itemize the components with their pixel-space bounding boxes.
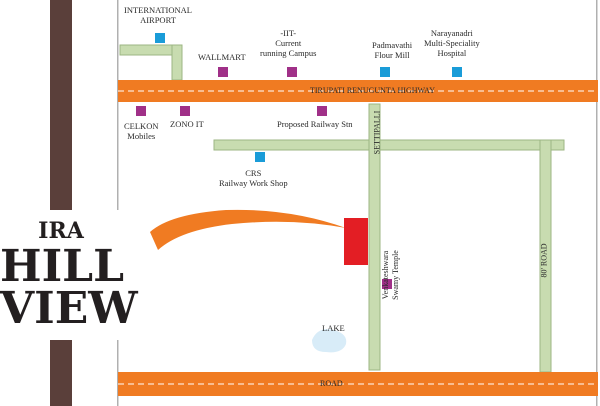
crs-label: CRS Railway Work Shop xyxy=(219,168,288,188)
wallmart-marker xyxy=(218,67,228,77)
railway-label: Proposed Railway Stn xyxy=(277,119,353,129)
bottom-road-label: ROAD xyxy=(320,379,343,388)
iit-label: -IIT- Current running Campus xyxy=(260,28,317,58)
highway-label: TIRUPATI RENUGUNTA HIGHWAY xyxy=(310,86,435,95)
crs-road xyxy=(213,139,565,151)
brand-block: IRA HILL VIEW xyxy=(0,210,138,340)
wallmart-label: WALLMART xyxy=(198,52,246,62)
lake-shape xyxy=(312,329,347,353)
left-border-band xyxy=(50,0,72,406)
settipalli-road xyxy=(368,103,381,371)
celkon-label: CELKON Mobiles xyxy=(124,121,159,141)
temple-label: Venkateshwara Swamy Temple xyxy=(380,250,400,300)
narayanadri-marker xyxy=(452,67,462,77)
padmavathi-label: Padmavathi Flour Mill xyxy=(372,40,413,60)
narayanadri-label: Narayanadri Multi-Speciality Hospital xyxy=(424,28,480,58)
lake-label: LAKE xyxy=(322,323,345,333)
eighty-feet-road-label: 80' ROAD xyxy=(539,243,549,278)
zono-marker xyxy=(180,106,190,116)
crs-marker xyxy=(255,152,265,162)
celkon-marker xyxy=(136,106,146,116)
airport-label: INTERNATIONAL AIRPORT xyxy=(124,5,192,25)
frame-line-right xyxy=(596,0,598,406)
brand-ira: IRA xyxy=(38,218,84,244)
temple-marker xyxy=(382,279,392,289)
airport-marker xyxy=(155,33,165,43)
padmavathi-marker xyxy=(380,67,390,77)
brand-view: VIEW xyxy=(0,283,138,334)
frame-line-left xyxy=(117,0,119,406)
brand-hill: HILL xyxy=(0,241,125,292)
site-marker xyxy=(344,218,368,265)
zono-label: ZONO IT xyxy=(170,119,204,129)
direction-swoosh xyxy=(150,209,346,250)
airport-road-link xyxy=(171,44,183,81)
settipalli-label: SETTIPALLI xyxy=(372,110,382,155)
railway-marker xyxy=(317,106,327,116)
iit-marker xyxy=(287,67,297,77)
